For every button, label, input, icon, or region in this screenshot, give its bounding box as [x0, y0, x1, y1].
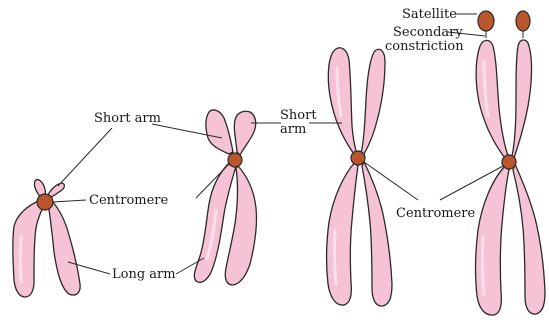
label-satellite: Satellite: [402, 7, 457, 22]
chromosome-3-lower-arm-right: [362, 162, 392, 306]
leader-centromere-left-to-chr1: [53, 200, 86, 202]
label-secondary-constriction-line1: Secondary: [393, 25, 463, 40]
chromosome-1: [13, 180, 80, 297]
chromosome-3-lower-arm-left: [327, 162, 358, 305]
chromosome-2-centromere: [228, 153, 242, 167]
chromosome-2-short-arm-left: [206, 110, 233, 154]
chromosome-4-highlight-lower: [482, 238, 484, 294]
label-short-arm-right-line1: Short: [280, 108, 317, 123]
text-labels: Short arm Short arm Centromere Centromer…: [89, 7, 476, 282]
chromosome-2-short-arm-right: [234, 111, 255, 155]
chromosome-1-highlight: [20, 236, 21, 282]
chromosome-4-centromere: [502, 155, 516, 169]
chromosome-1-long-arm-left: [13, 200, 45, 297]
leader-short-arm-to-chr1: [58, 128, 112, 186]
chromosome-4-satellite-right: [516, 11, 530, 31]
label-centromere-right: Centromere: [396, 206, 476, 221]
chromosome-4-satellite-left: [478, 11, 494, 31]
chromosome-4-upper-arm-left: [476, 40, 508, 158]
chromosome-3-upper-arm-left: [328, 48, 357, 154]
chromosome-3: [327, 48, 392, 306]
label-long-arm: Long arm: [112, 267, 176, 282]
chromosome-3-highlight-lower: [334, 230, 336, 284]
chromosome-1-centromere: [37, 194, 53, 210]
chromosome-3-upper-arm-right: [361, 49, 385, 156]
label-secondary-constriction-line2: constriction: [385, 39, 464, 54]
chromosome-4: [476, 11, 545, 315]
label-short-arm-right-line2: arm: [280, 122, 306, 137]
label-centromere-left: Centromere: [89, 193, 169, 208]
chromosome-4-lower-arm-left: [476, 166, 509, 315]
chromosome-4-upper-arm-right: [512, 40, 532, 158]
chromosome-4-lower-arm-right: [513, 164, 545, 314]
label-short-arm-left: Short arm: [94, 111, 161, 126]
chromosome-3-centromere: [351, 151, 365, 165]
chromosome-1-long-arm-right: [48, 201, 80, 295]
